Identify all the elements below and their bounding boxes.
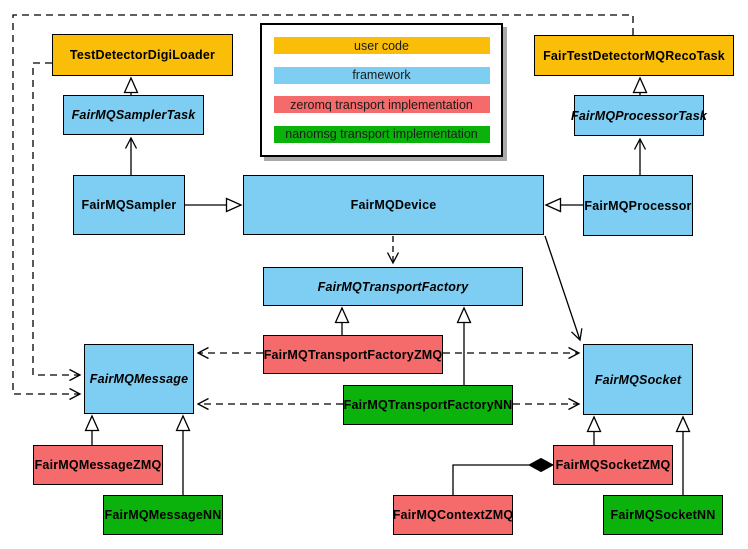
class-box-fairmq-processor: FairMQProcessor [583,175,693,236]
class-label: FairMQMessageZMQ [34,458,162,472]
class-box-fairmq-message-nn: FairMQMessageNN [103,495,223,535]
class-label: FairMQProcessorTask [570,108,708,123]
assoc-device-to-socket [544,235,583,342]
dep-recotask-to-message [12,14,634,401]
class-label: FairMQProcessor [584,198,692,213]
class-box-test-detector-digi-loader: TestDetectorDigiLoader [52,34,233,76]
class-label: FairMQSocketNN [610,508,716,522]
legend-item-zeromq: zeromq transport implementation [273,96,490,114]
composition-diamond [527,457,555,473]
composition-contextzmq-to-socketzmq [452,464,529,495]
class-box-fairmq-sampler: FairMQSampler [73,175,185,235]
dep-digiloader-to-message [32,62,82,382]
class-box-fairmq-message-zmq: FairMQMessageZMQ [33,445,163,485]
class-box-fairmq-socket-nn: FairMQSocketNN [603,495,723,535]
legend-label: zeromq transport implementation [290,97,473,112]
class-box-fairmq-socket: FairMQSocket [583,344,693,415]
legend-label: nanomsg transport implementation [285,127,478,142]
legend-item-user-code: user code [273,37,490,55]
class-label: FairTestDetectorMQRecoTask [543,48,725,63]
class-box-fairmq-sampler-task: FairMQSamplerTask [63,95,204,135]
class-label: FairMQSampler [81,198,177,212]
legend-label: framework [352,68,411,83]
class-label: TestDetectorDigiLoader [69,48,216,62]
class-box-fairmq-message: FairMQMessage [84,344,194,414]
class-label: FairMQSocketZMQ [555,458,671,472]
class-label: FairMQMessageNN [104,508,222,522]
class-box-fairmq-transport-factory-nn: FairMQTransportFactoryNN [343,385,513,425]
class-box-fairmq-transport-factory-zmq: FairMQTransportFactoryZMQ [263,335,443,374]
class-label: FairMQContextZMQ [392,508,514,522]
class-box-fairmq-processor-task: FairMQProcessorTask [570,95,708,136]
class-label: FairMQDevice [350,198,437,212]
legend-item-nanomsg: nanomsg transport implementation [273,125,490,143]
class-box-fairmq-device: FairMQDevice [243,175,544,235]
legend: user code framework zeromq transport imp… [260,23,503,157]
class-box-fairmq-transport-factory: FairMQTransportFactory [263,267,523,306]
class-label: FairMQSocket [594,372,682,387]
legend-label: user code [354,38,409,53]
class-box-fairmq-socket-zmq: FairMQSocketZMQ [553,445,673,485]
class-label: FairMQTransportFactoryZMQ [263,347,443,362]
class-label: FairMQMessage [89,372,189,386]
class-box-fair-test-detector-mq-reco-task: FairTestDetectorMQRecoTask [534,35,734,76]
class-label: FairMQTransportFactoryNN [343,398,513,412]
legend-item-framework: framework [273,66,490,84]
class-label: FairMQSamplerTask [71,108,196,122]
class-label: FairMQTransportFactory [317,279,469,294]
class-box-fairmq-context-zmq: FairMQContextZMQ [393,495,513,535]
